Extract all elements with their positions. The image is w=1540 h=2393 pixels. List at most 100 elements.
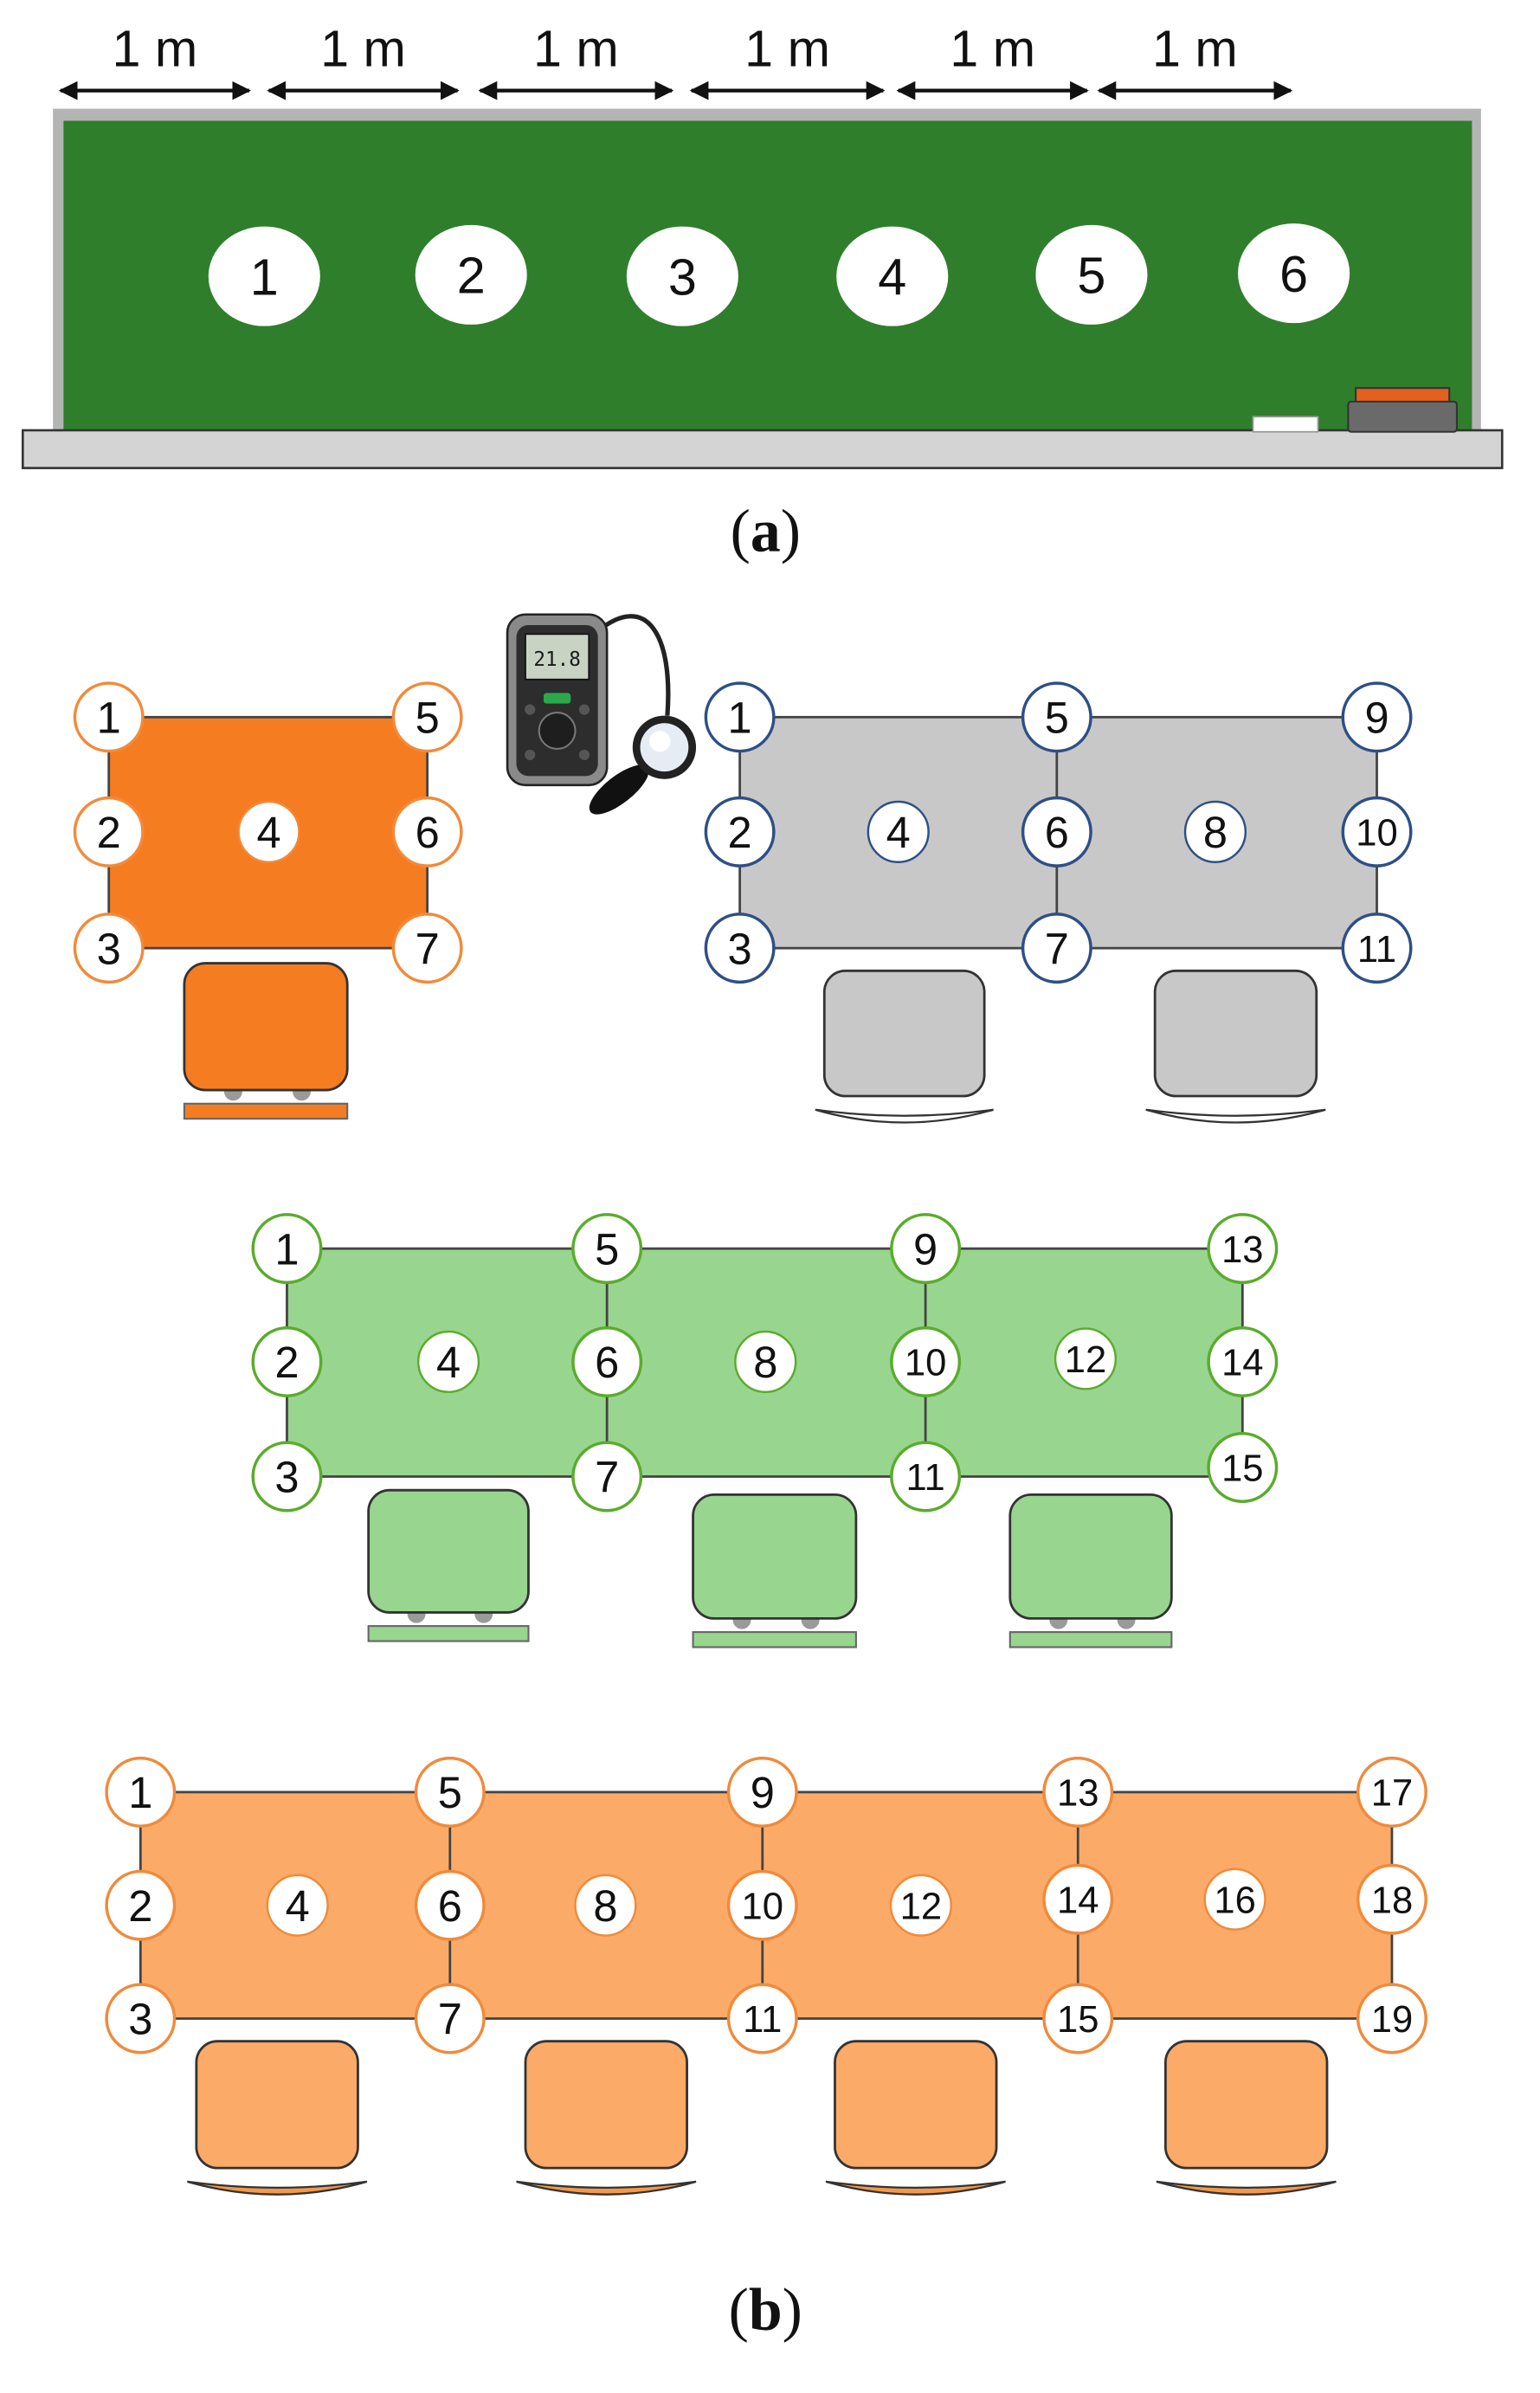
point-marker xyxy=(1054,1327,1118,1390)
point-marker xyxy=(1207,1432,1279,1504)
point-label: 16 xyxy=(1214,1880,1255,1921)
blackboard-point: 2 xyxy=(415,224,527,325)
measurement-point: 2 xyxy=(251,1326,323,1397)
point-label: 10 xyxy=(742,1886,783,1927)
point-label: 12 xyxy=(900,1886,942,1927)
measurement-point: 9 xyxy=(890,1213,962,1285)
point-label: 9 xyxy=(751,1768,775,1817)
measurement-point: 10 xyxy=(726,1869,798,1941)
meter-dial xyxy=(538,712,577,750)
point-label: 14 xyxy=(1057,1880,1099,1921)
point-marker xyxy=(266,1874,329,1937)
point-label: 7 xyxy=(1045,924,1069,973)
point-marker xyxy=(1021,913,1092,984)
point-label: 5 xyxy=(416,693,440,743)
meter-green-button xyxy=(543,693,571,704)
point-marker xyxy=(1341,913,1413,984)
point-label: 3 xyxy=(668,248,697,306)
chair xyxy=(815,969,994,1124)
chair-seat xyxy=(524,2040,688,2170)
point-marker xyxy=(1356,1983,1427,2054)
measurement-point: 4 xyxy=(266,1874,329,1937)
point-label: 13 xyxy=(1057,1773,1099,1815)
panel-a-caption: (a) xyxy=(731,499,801,565)
chair-seat xyxy=(834,2040,998,2170)
point-label: 7 xyxy=(416,924,440,973)
point-label: 4 xyxy=(886,808,911,857)
point-marker xyxy=(105,1756,177,1828)
measurement-point: 6 xyxy=(391,796,463,868)
measurement-point: 8 xyxy=(734,1330,797,1394)
point-marker xyxy=(1341,796,1413,868)
point-marker xyxy=(1207,1326,1279,1397)
blackboard-point: 3 xyxy=(626,226,738,326)
measurement-point: 7 xyxy=(414,1983,486,2054)
point-marker xyxy=(1356,1863,1427,1935)
chair-base xyxy=(815,1108,994,1124)
point-marker xyxy=(1042,1863,1114,1935)
dimension-label: 1 m xyxy=(320,20,406,78)
point-label: 18 xyxy=(1371,1880,1413,1921)
point-marker xyxy=(626,226,738,326)
point-marker xyxy=(890,1326,962,1397)
point-marker xyxy=(704,913,776,984)
point-label: 2 xyxy=(728,808,752,857)
chair-base xyxy=(692,1631,857,1648)
measurement-point: 6 xyxy=(414,1869,486,1941)
meter-button xyxy=(525,704,536,715)
point-label: 1 xyxy=(728,693,752,743)
measurement-point: 13 xyxy=(1207,1213,1279,1285)
measurement-point: 11 xyxy=(1341,913,1413,984)
point-marker xyxy=(414,1869,486,1941)
meter-button xyxy=(525,749,536,761)
caption-letter: b xyxy=(749,2277,783,2344)
measurement-point: 3 xyxy=(105,1983,177,2054)
measurement-point: 14 xyxy=(1207,1326,1279,1397)
caption-close: ) xyxy=(781,499,801,565)
measurement-point: 4 xyxy=(867,800,930,863)
point-marker xyxy=(251,1326,323,1397)
chair-seat xyxy=(692,1493,858,1620)
blackboard-point: 1 xyxy=(208,226,320,326)
sensor-highlight xyxy=(648,731,671,752)
point-marker xyxy=(1207,1213,1279,1285)
chair xyxy=(692,1493,858,1648)
point-marker xyxy=(73,796,145,868)
point-marker xyxy=(391,913,463,984)
sensor-handle xyxy=(589,764,649,815)
dimension-label: 1 m xyxy=(744,20,830,78)
point-marker xyxy=(704,796,776,868)
chair xyxy=(1156,2040,1337,2196)
point-label: 5 xyxy=(438,1768,462,1817)
point-label: 15 xyxy=(1221,1448,1263,1490)
measurement-point: 7 xyxy=(571,1441,643,1513)
point-label: 2 xyxy=(97,808,121,857)
point-marker xyxy=(867,800,930,863)
point-label: 3 xyxy=(728,924,752,973)
measurement-point: 5 xyxy=(414,1756,486,1828)
point-marker xyxy=(73,681,145,753)
dimension-marker: 1 m xyxy=(478,20,674,100)
measurement-point: 17 xyxy=(1356,1756,1427,1828)
measurement-point: 3 xyxy=(704,913,776,984)
panel-b-caption: (b) xyxy=(729,2277,802,2344)
meter-button xyxy=(578,749,590,761)
point-label: 3 xyxy=(128,1995,152,2044)
measurement-point: 2 xyxy=(704,796,776,868)
point-label: 7 xyxy=(438,1995,462,2044)
measurement-point: 1 xyxy=(704,681,776,753)
chair-seat xyxy=(1153,969,1318,1098)
eraser xyxy=(1347,400,1458,433)
measurement-point: 7 xyxy=(391,913,463,984)
point-label: 4 xyxy=(256,808,280,857)
chair xyxy=(183,962,349,1120)
point-label: 11 xyxy=(743,1999,782,2041)
point-label: 4 xyxy=(286,1881,310,1931)
measurement-point: 8 xyxy=(1183,800,1247,863)
caption-letter: a xyxy=(751,499,781,565)
point-label: 7 xyxy=(595,1453,619,1502)
point-label: 1 xyxy=(250,248,279,306)
point-marker xyxy=(726,1869,798,1941)
